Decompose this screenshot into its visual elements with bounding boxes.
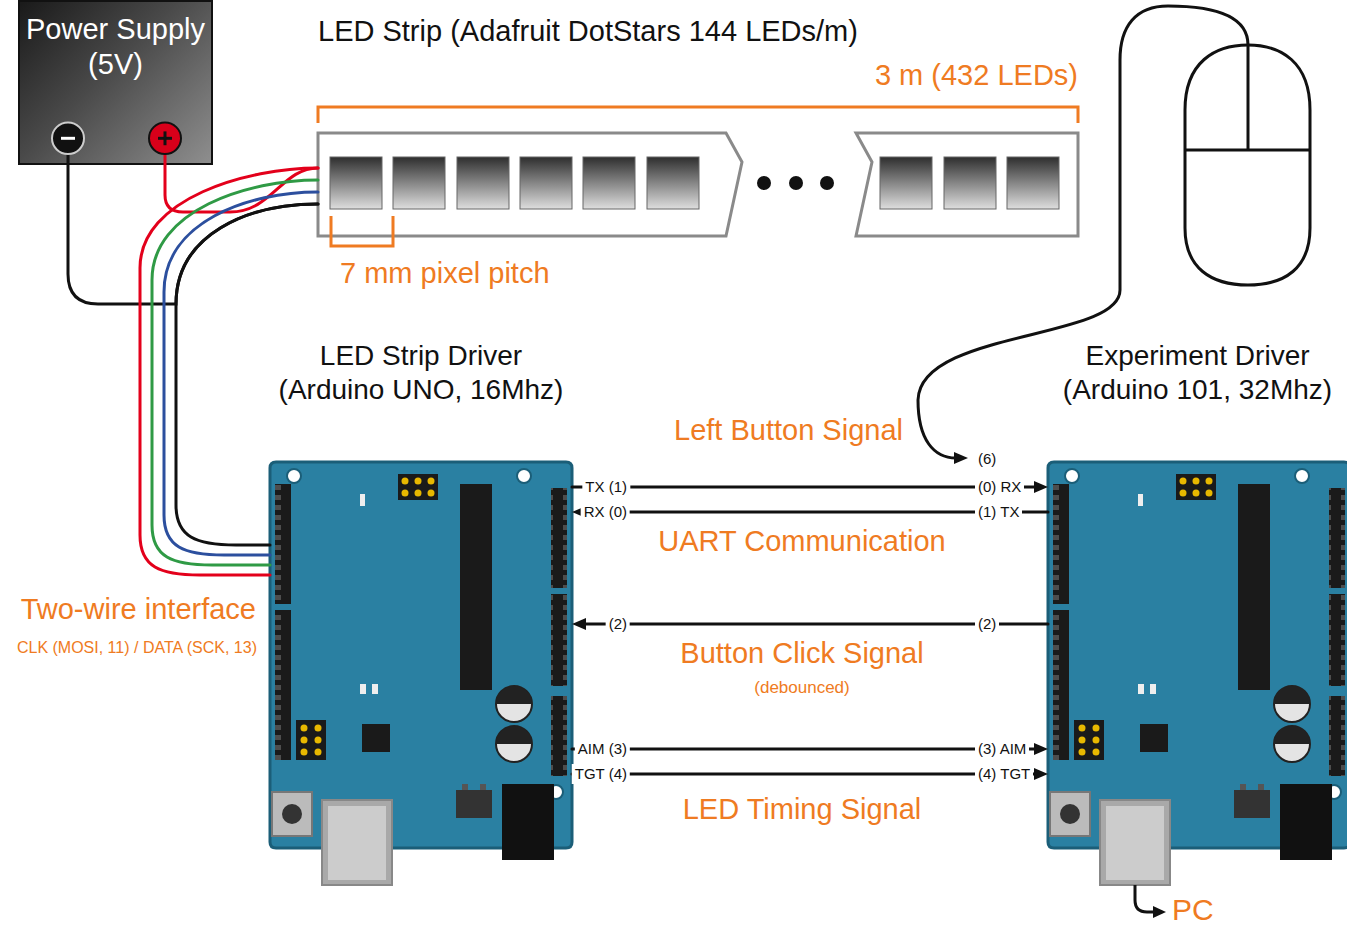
node-heading: Power Supply (5V) (20, 2, 211, 82)
pin-label: (0) RX (975, 477, 1024, 497)
connector-line (164, 192, 318, 555)
signal-label: Left Button Signal (674, 413, 903, 448)
arrow-head (1034, 768, 1048, 780)
connector-line (572, 486, 1036, 489)
pin-label: TX (1) (582, 477, 630, 497)
pin-label: TGT (4) (572, 764, 630, 784)
connector-line (152, 180, 318, 565)
arrow-head (1034, 743, 1048, 755)
arduino-board: Experiment Driver (Arduino 101, 32Mhz) (1048, 335, 1347, 885)
pitch-bracket (331, 216, 393, 246)
interface-label: Two-wire interface (21, 592, 256, 627)
pin-label: AIM (3) (575, 739, 630, 759)
signal-label: UART Communication (658, 524, 945, 559)
pin-label: (3) AIM (975, 739, 1029, 759)
destination-label: PC (1172, 892, 1214, 928)
pin-note: CLK (MOSI, 11) / DATA (SCK, 13) (17, 638, 257, 657)
led-strip-outline (318, 133, 1078, 236)
pin-label: (6) (975, 449, 999, 469)
signal-note: (debounced) (754, 678, 849, 698)
signal-label: LED Timing Signal (683, 792, 922, 827)
pin-label: (4) TGT (975, 764, 1033, 784)
arduino-uno-board (270, 462, 572, 885)
pin-label: (2) (975, 614, 999, 634)
connector-line (572, 773, 1036, 776)
arrow-head (1034, 481, 1048, 493)
dimension-label: 3 m (432 LEDs) (875, 58, 1078, 93)
wire-bundle (68, 165, 318, 304)
arrow-head (572, 618, 586, 630)
led-pixels (330, 157, 1059, 209)
node-heading: LED Strip Driver (Arduino UNO, 16Mhz) (270, 335, 572, 406)
pc-arrow (1135, 885, 1156, 912)
power-supply-box: Power Supply (5V) (18, 0, 213, 165)
pin-label: (1) TX (975, 502, 1022, 522)
ellipsis-dots (757, 176, 834, 190)
connector-line (572, 748, 1036, 751)
node-heading: Experiment Driver (Arduino 101, 32Mhz) (1048, 335, 1347, 406)
arduino-board: LED Strip Driver (Arduino UNO, 16Mhz) (270, 335, 572, 885)
connector-line (68, 165, 318, 304)
wire-bundle (140, 168, 318, 575)
connector-line (140, 168, 318, 575)
arrow-head (954, 452, 968, 464)
pin-label: (2) (606, 614, 630, 634)
signal-label: Button Click Signal (680, 636, 923, 671)
mouse-icon (1185, 45, 1310, 285)
arduino-101-board (1048, 462, 1347, 885)
led-strip: LED Strip (Adafruit DotStars 144 LEDs/m) (318, 14, 1080, 238)
node-heading: LED Strip (Adafruit DotStars 144 LEDs/m) (318, 14, 1080, 49)
arrow-head (1153, 906, 1166, 918)
length-bracket (318, 107, 1078, 123)
pin-label: RX (0) (581, 502, 630, 522)
dimension-label: 7 mm pixel pitch (340, 256, 550, 291)
